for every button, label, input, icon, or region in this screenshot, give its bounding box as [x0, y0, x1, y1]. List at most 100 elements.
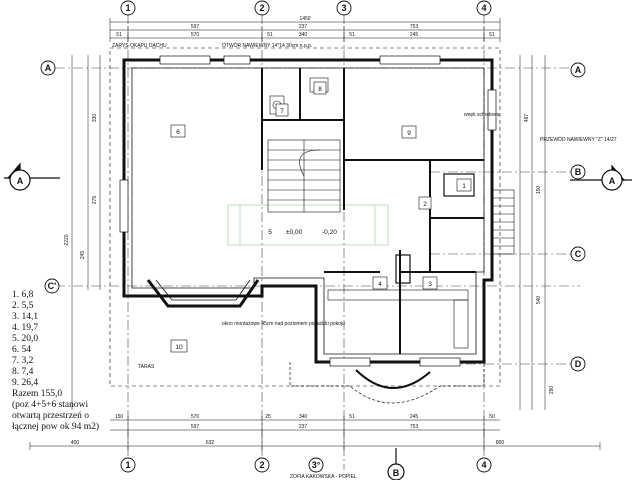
legend-item-6: 6. 54 [12, 345, 31, 355]
axis-markers-top [120, 0, 492, 16]
dim-top-r2-5: 245 [410, 32, 419, 38]
dimension-lines-bottom [29, 416, 601, 450]
note-ventilation: PRZEWÓD NAWIEWNY "Z" 14/27 [540, 136, 617, 143]
interior-walls [261, 68, 484, 354]
dim-bottom-r1-1: 570 [191, 414, 200, 420]
dim-bottom-r1-5: 245 [410, 414, 419, 420]
room-1: 1 [462, 183, 466, 190]
exterior-walls [122, 58, 494, 364]
dim-bottom-r2-2: 753 [410, 424, 419, 430]
dim-bottom-r1-4: 51 [349, 414, 355, 420]
room-8: 8 [318, 86, 322, 93]
kitchen-counter [327, 289, 469, 349]
dim-top-r2-1: 570 [191, 32, 200, 38]
room-7: 7 [280, 108, 284, 115]
dim-top-r1-2: 753 [410, 24, 419, 30]
dim-top-r2-6: 51 [489, 32, 495, 38]
axis-bottom-3: 3° [312, 460, 321, 470]
dim-left-2: 245 [80, 251, 86, 260]
axis-bottom-1: 1 [125, 460, 130, 470]
dim-bottom-r1-3: 340 [299, 414, 308, 420]
axis-top-2: 2 [259, 3, 264, 13]
dim-bottom-r2-1: 237 [299, 424, 308, 430]
level-main: ±0,00 [286, 229, 303, 236]
dim-right-2: 540 [536, 296, 542, 305]
label-terrace: TARAS [138, 364, 155, 370]
legend-item-5: 5. 20,0 [12, 334, 39, 344]
legend-item-7: 7. 3,2 [12, 356, 34, 366]
section-marker-right [570, 164, 632, 191]
dim-right-1: 150 [536, 186, 542, 195]
section-left-label: A [17, 176, 24, 186]
room-2: 2 [423, 201, 427, 208]
dim-top-r1-1: 237 [299, 24, 308, 30]
room-10: 10 [175, 344, 183, 351]
room-3: 3 [428, 281, 432, 288]
axis-top-1: 1 [125, 3, 130, 13]
dim-overall-top: 1450 [299, 16, 310, 22]
legend-total: Razem 155,0 [12, 389, 63, 399]
exterior-walls-inner [131, 67, 485, 355]
axis-right-a: A [575, 65, 582, 75]
room-9: 9 [407, 130, 411, 137]
dim-top-r2-3: 340 [299, 32, 308, 38]
note-roof-outline: ZARYS OKAPU DACHU [112, 43, 167, 49]
dimension-lines-top [109, 18, 501, 42]
dim-top-r2-2: 51 [267, 32, 273, 38]
dim-bottom-r3-1: 632 [206, 440, 215, 446]
dim-top-r2-0: 51 [116, 32, 122, 38]
legend-item-9: 9. 26,4 [12, 378, 39, 388]
section-right-label: A [609, 176, 616, 186]
staircase [267, 139, 341, 213]
room-6: 6 [176, 129, 180, 136]
axis-top-4: 4 [481, 3, 486, 13]
axis-left-a: A [45, 63, 52, 73]
axis-right-b: B [575, 167, 582, 177]
area-legend: 1. 6,8 2. 5,5 3. 14,1 4. 19,7 5. 20,0 6.… [12, 290, 112, 433]
chimney-block [443, 173, 475, 197]
dim-top-r1-0: 597 [191, 24, 200, 30]
terrace-outline [289, 362, 485, 404]
dim-bottom-r3-2: 800 [496, 440, 505, 446]
porch-arc [355, 369, 431, 389]
bay-window-inner [155, 279, 251, 301]
bay-window [146, 279, 260, 308]
dim-right-3: 290 [549, 386, 555, 395]
note-window: okno montażowe 45cm nad poziomem posadzk… [222, 321, 345, 327]
legend-note: (poz 4+5+6 stanowi otwartą przestrzeń o … [12, 400, 100, 432]
dim-top-r2-4: 51 [349, 32, 355, 38]
legend-item-8: 8. 7,4 [12, 367, 34, 377]
room-5: 5 [268, 229, 272, 236]
dim-bottom-r2-0: 597 [191, 424, 200, 430]
axis-bottom-2: 2 [259, 460, 264, 470]
label-street: ZOFIA KAKOWSKA - POPIEL [290, 474, 357, 480]
axis-markers-sides [40, 60, 586, 372]
dimension-lines-sides [71, 55, 546, 410]
dim-left-0: 330 [92, 114, 98, 123]
axis-markers-bottom [120, 457, 492, 473]
axis-top-3: 3 [341, 3, 346, 13]
section-marker-bottom [387, 448, 405, 480]
room-4: 4 [378, 281, 382, 288]
windows [119, 55, 497, 367]
section-marker-left [4, 162, 60, 191]
note-stair: wnęk schodowa [464, 112, 500, 118]
entrance-steps [491, 189, 515, 255]
legend-item-2: 2. 5,5 [12, 301, 34, 311]
axis-bottom-4: 4 [481, 460, 486, 470]
legend-item-1: 1. 6,8 [12, 290, 34, 300]
fireplace [395, 254, 411, 284]
dim-bottom-r3-0: 400 [71, 440, 80, 446]
axis-left-c: C' [48, 281, 57, 291]
axis-right-d: D [575, 359, 582, 369]
legend-item-3: 3. 14,1 [12, 312, 39, 322]
legend-item-4: 4. 19,7 [12, 323, 39, 333]
dim-bottom-r1-2: 25 [265, 414, 271, 420]
level-terrace: -0,20 [322, 229, 337, 236]
watermark [227, 204, 389, 246]
dim-bottom-r1-0: 150 [115, 414, 124, 420]
dim-left-1: 275 [92, 196, 98, 205]
note-chimney: OTWÓR NAWIEWNY 14*14 30cm n.p.p. [222, 42, 312, 49]
section-bottom-label: B [393, 468, 400, 478]
